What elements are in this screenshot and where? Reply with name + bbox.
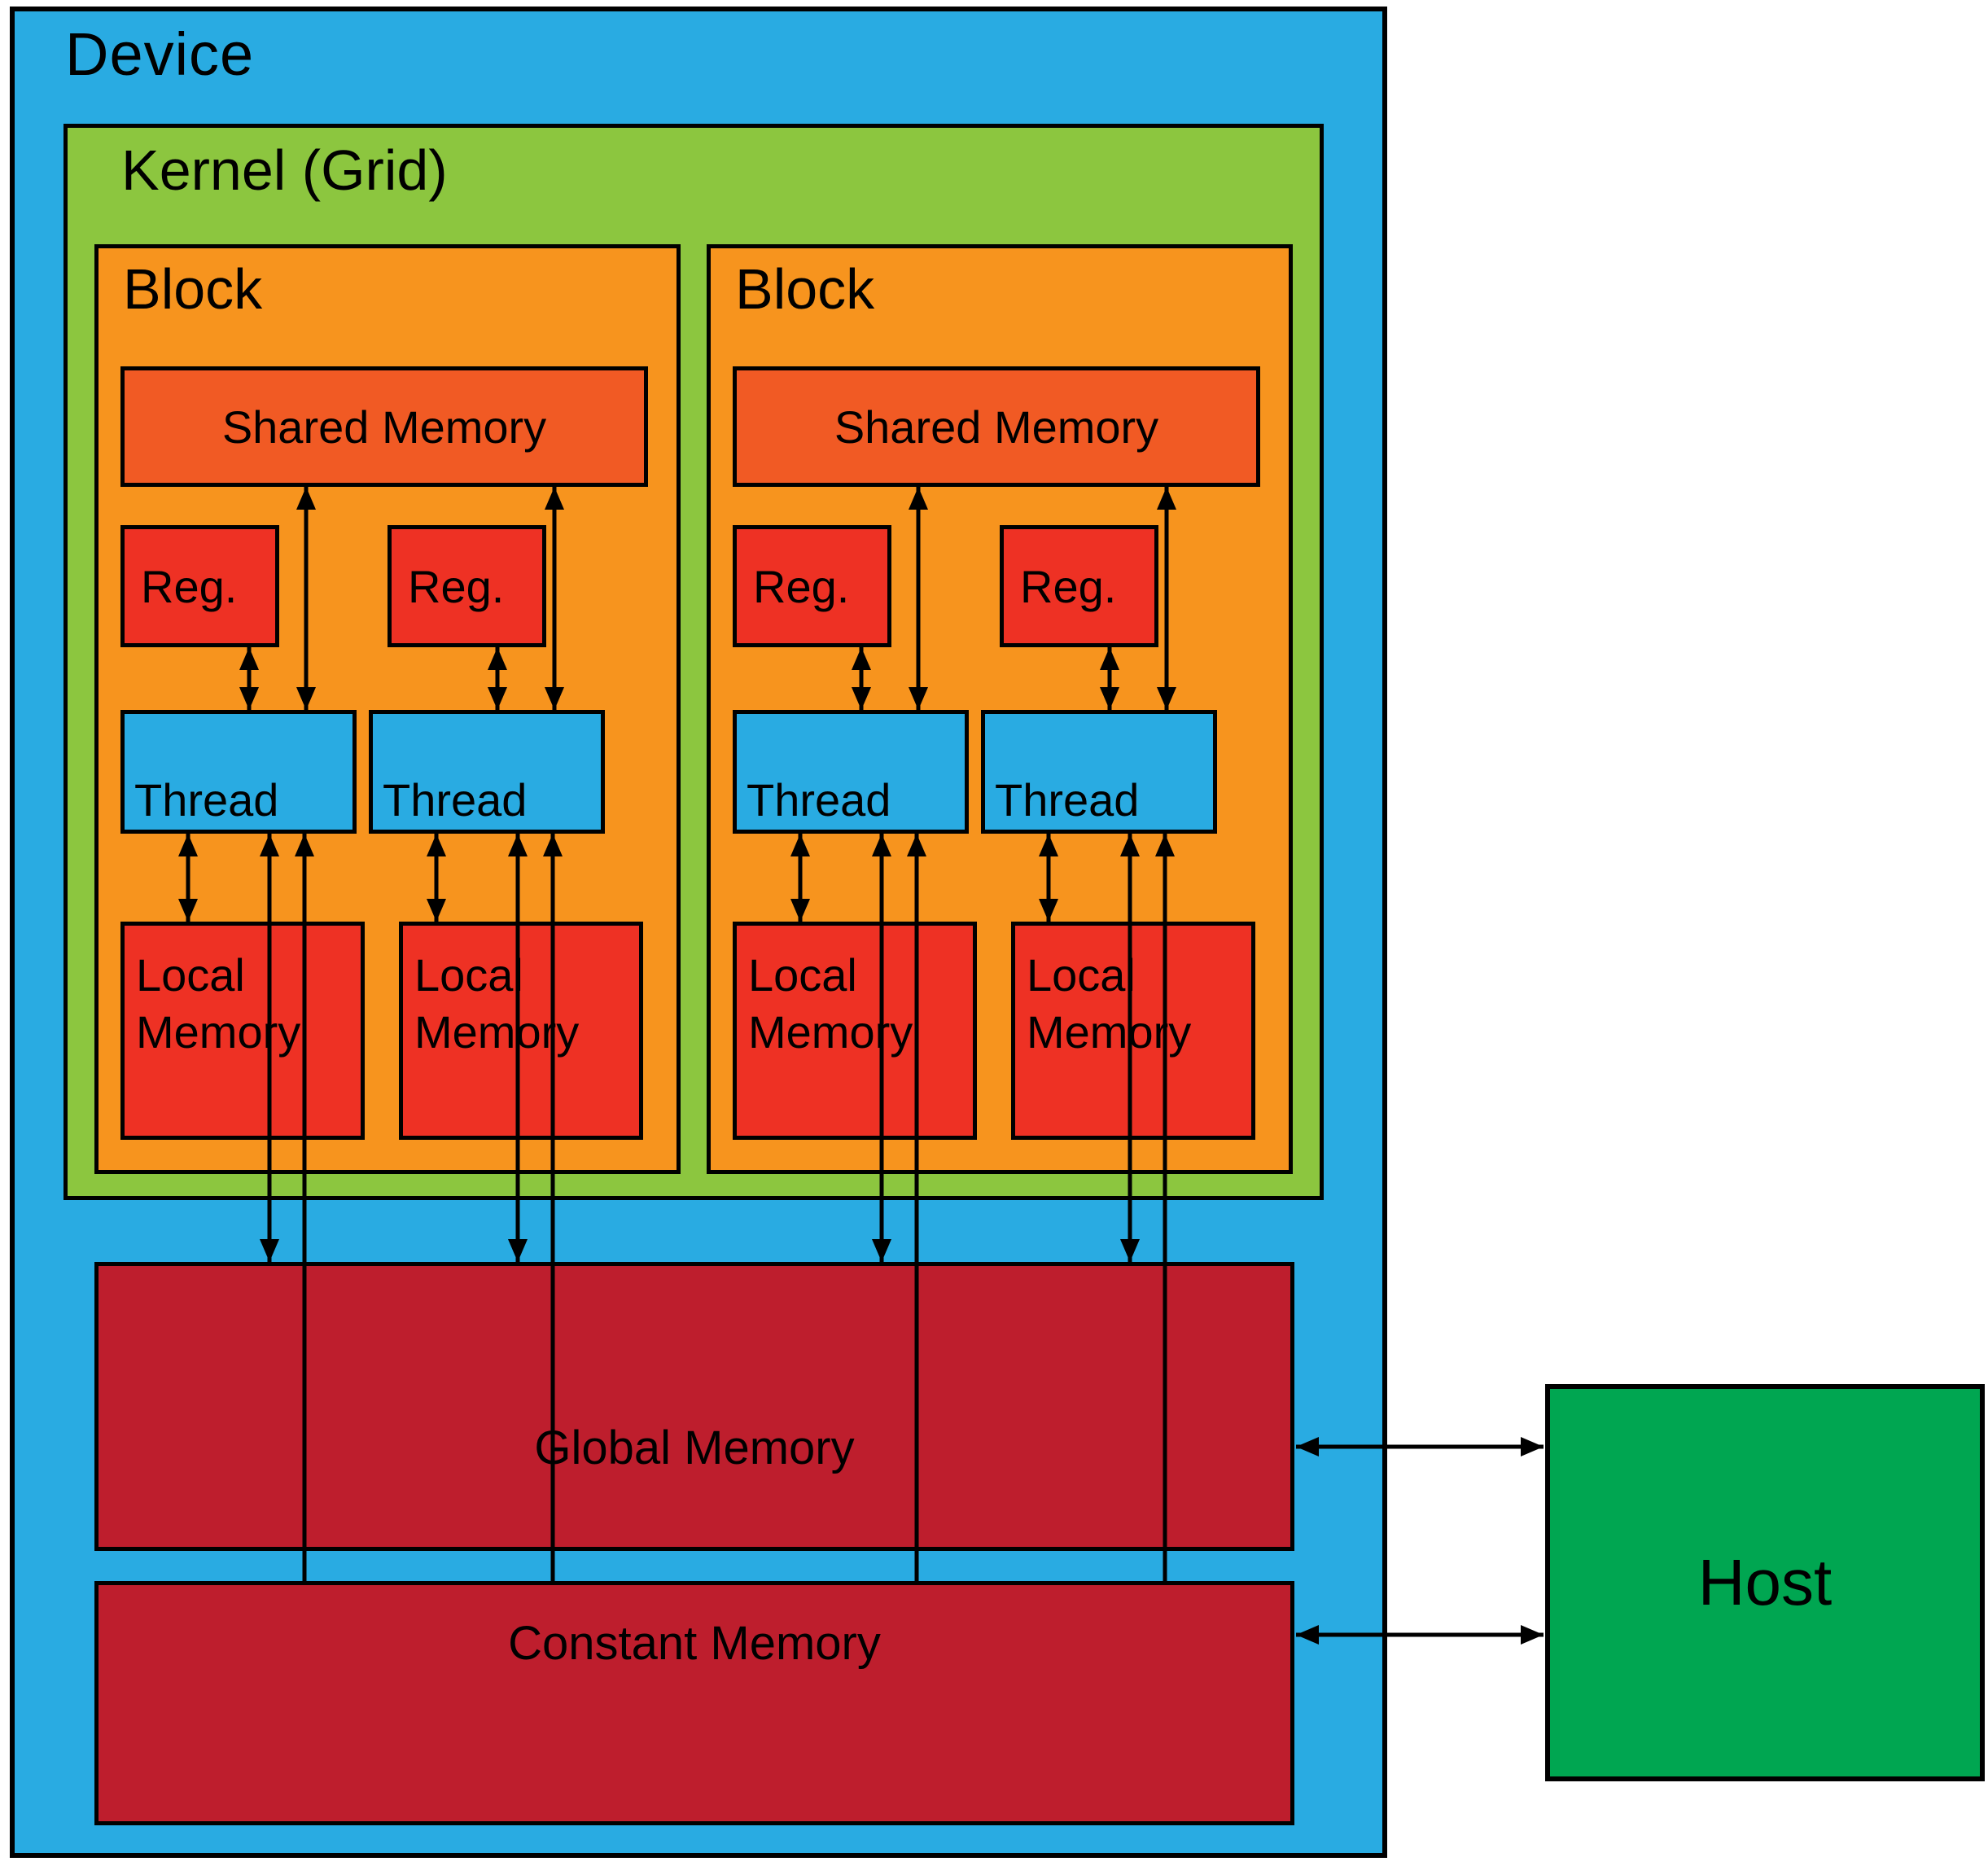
block-box-1: Block Shared Memory Reg. Reg. Thread Thr…	[94, 244, 681, 1174]
local-memory-label: Local Memory	[1027, 949, 1192, 1058]
register-box: Reg.	[388, 525, 546, 647]
thread-label: Thread	[134, 774, 279, 826]
register-label: Reg.	[141, 560, 238, 612]
thread-label: Thread	[383, 774, 528, 826]
block-box-2: Block Shared Memory Reg. Reg. Thread Thr…	[707, 244, 1293, 1174]
host-box: Host	[1545, 1384, 1985, 1781]
register-label: Reg.	[1020, 560, 1117, 612]
local-memory-box: Local Memory	[1011, 922, 1255, 1140]
register-label: Reg.	[753, 560, 850, 612]
thread-box: Thread	[981, 710, 1217, 834]
block-label: Block	[735, 257, 875, 321]
local-memory-label: Local Memory	[414, 949, 580, 1058]
block-label: Block	[123, 257, 263, 321]
register-box: Reg.	[733, 525, 891, 647]
constant-memory-box: Constant Memory	[94, 1581, 1294, 1825]
thread-label: Thread	[995, 774, 1140, 826]
shared-memory-label: Shared Memory	[221, 401, 547, 453]
kernel-label: Kernel (Grid)	[121, 138, 448, 202]
host-label: Host	[1697, 1546, 1833, 1619]
thread-box: Thread	[120, 710, 357, 834]
local-memory-box: Local Memory	[120, 922, 365, 1140]
register-box: Reg.	[1000, 525, 1158, 647]
constant-memory-label: Constant Memory	[508, 1617, 881, 1670]
local-memory-box: Local Memory	[733, 922, 977, 1140]
global-memory-box: Global Memory	[94, 1262, 1294, 1551]
register-label: Reg.	[408, 560, 505, 612]
thread-box: Thread	[369, 710, 605, 834]
device-label: Device	[65, 20, 255, 88]
device-box: Device Kernel (Grid) Block Shared Memory…	[10, 7, 1387, 1858]
thread-box: Thread	[733, 710, 969, 834]
global-memory-label: Global Memory	[534, 1421, 855, 1474]
shared-memory-box: Shared Memory	[120, 366, 648, 487]
local-memory-label: Local Memory	[136, 949, 301, 1058]
shared-memory-box: Shared Memory	[733, 366, 1260, 487]
register-box: Reg.	[120, 525, 279, 647]
thread-label: Thread	[747, 774, 891, 826]
kernel-box: Kernel (Grid) Block Shared Memory Reg. R…	[63, 124, 1324, 1200]
shared-memory-label: Shared Memory	[834, 401, 1159, 453]
local-memory-label: Local Memory	[748, 949, 913, 1058]
local-memory-box: Local Memory	[399, 922, 643, 1140]
